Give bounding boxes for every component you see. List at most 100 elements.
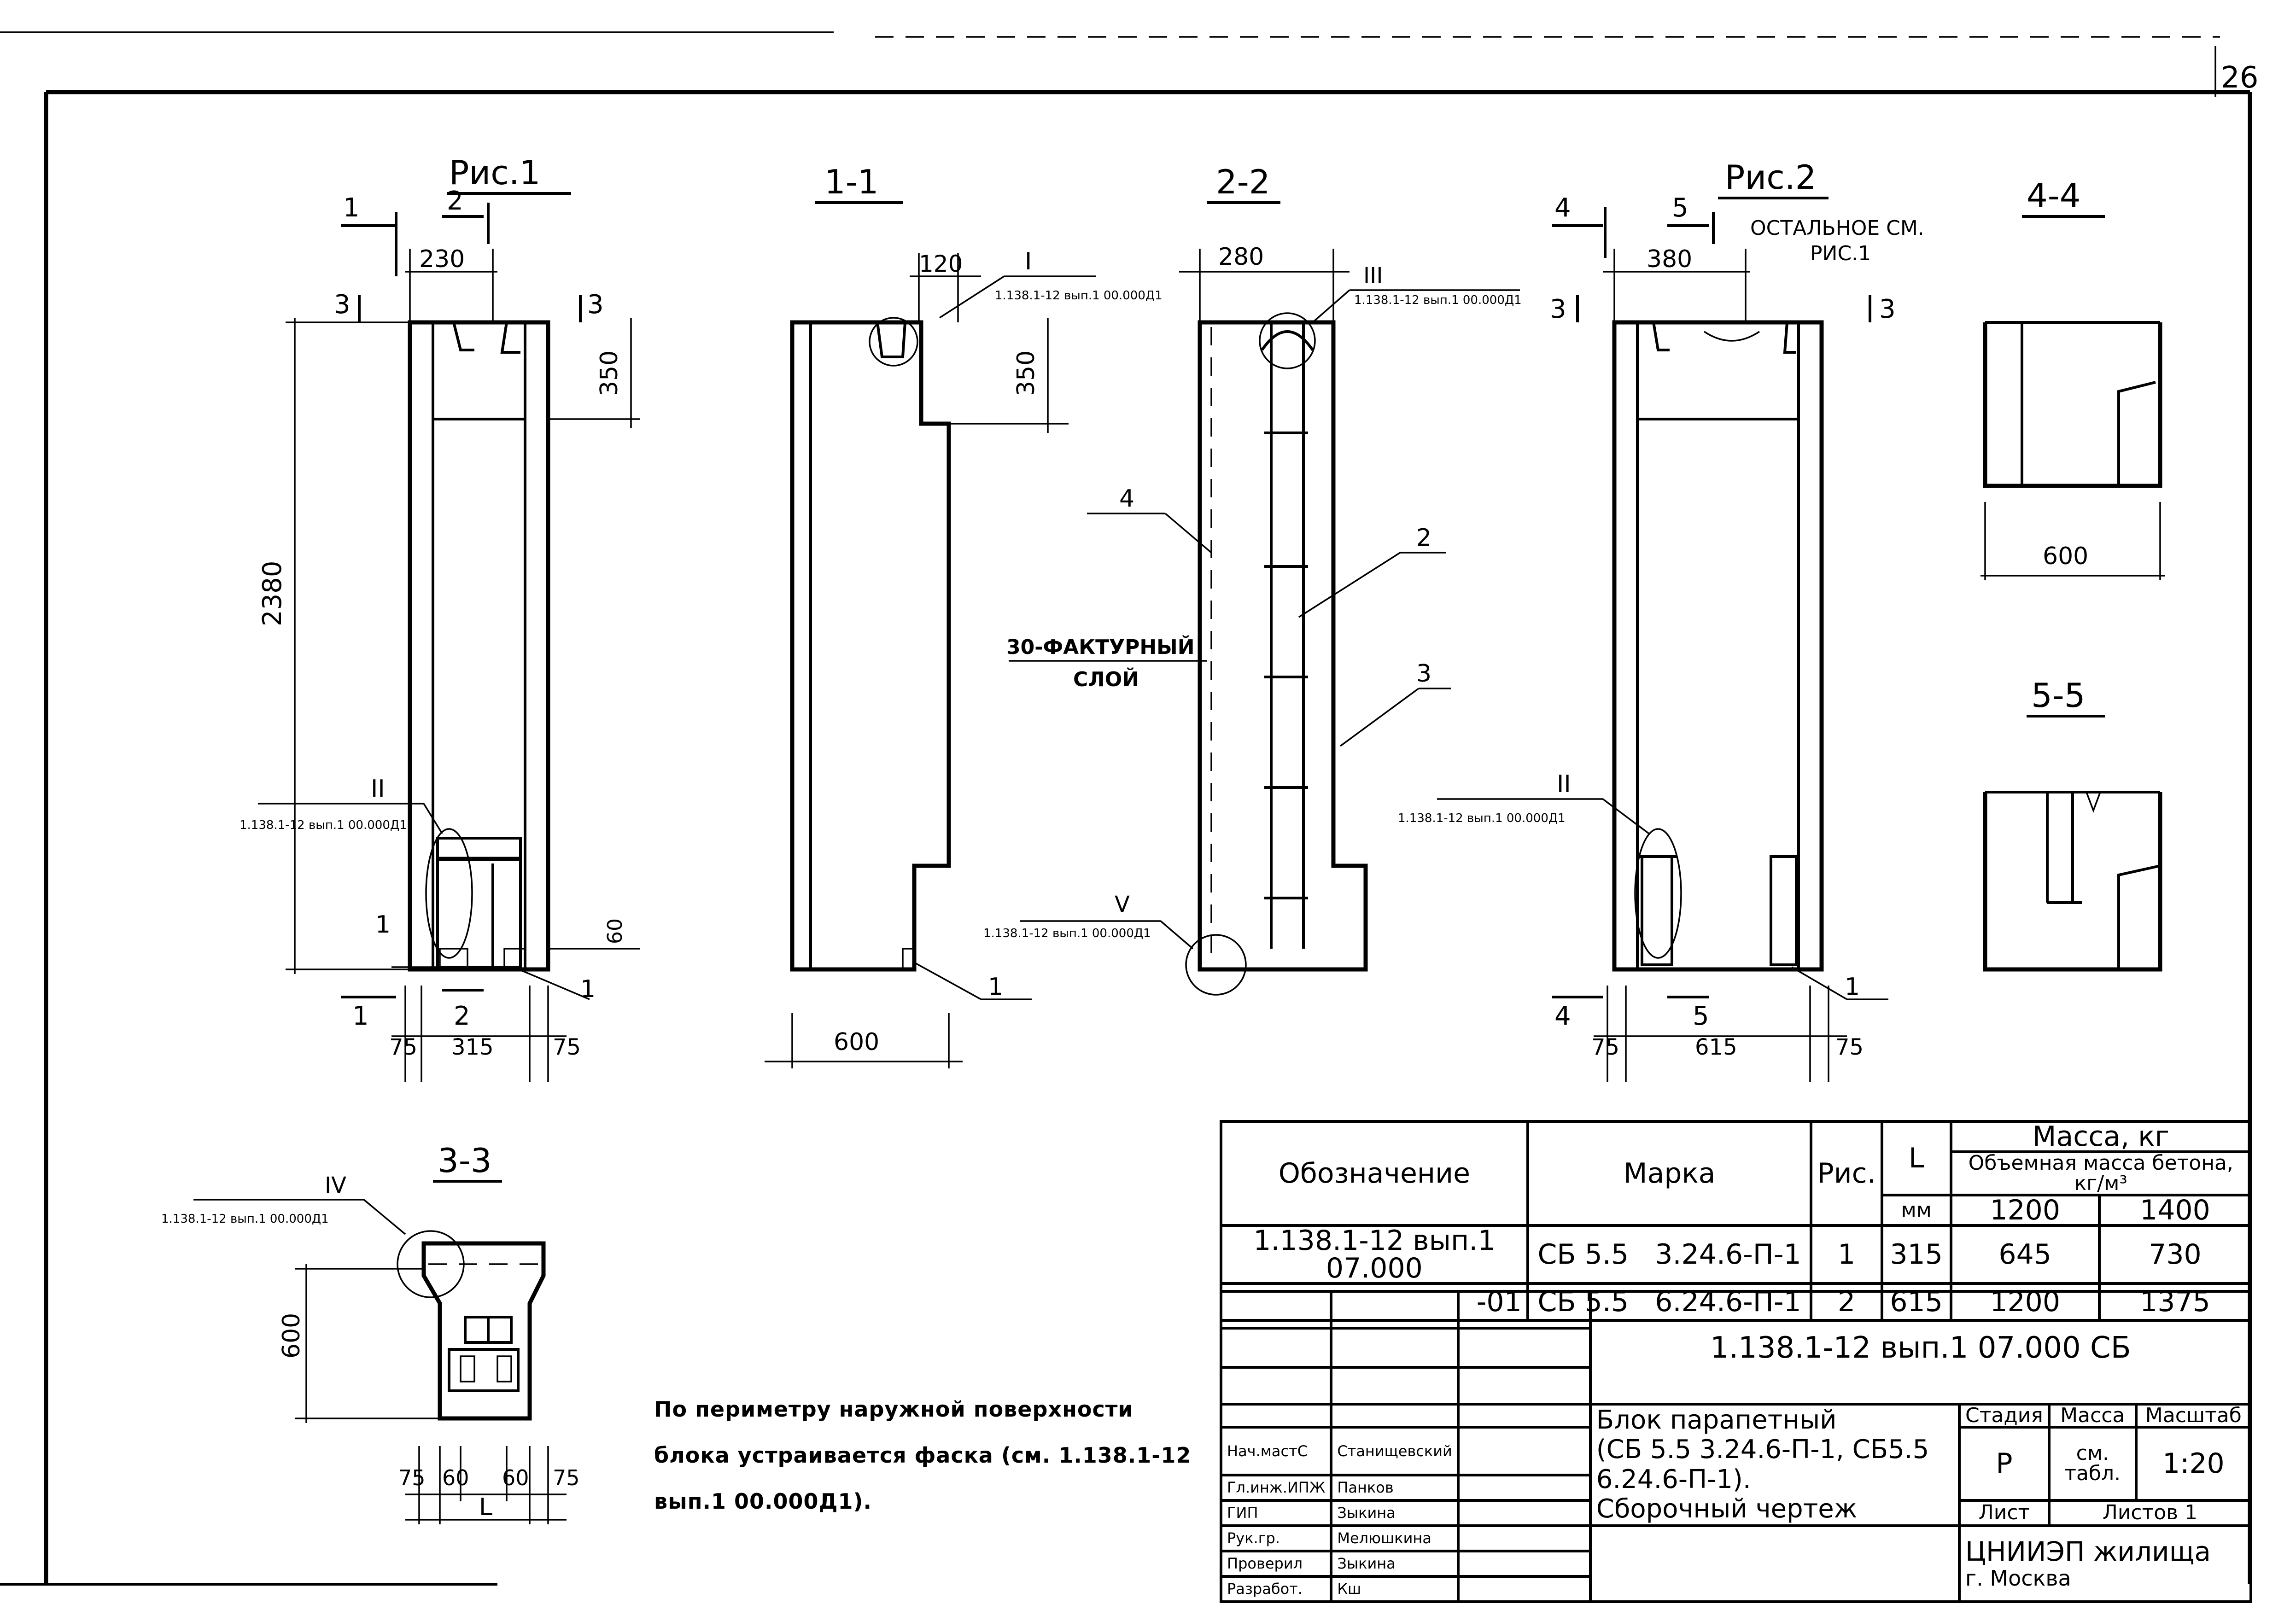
sec22-callout5-ref: 1.138.1-12 вып.1 00.000Д1 [983,927,1151,940]
sec33-dim-60a: 60 [442,1465,469,1490]
sec44-title: 4-4 [2027,176,2081,215]
sec55-title: 5-5 [2031,676,2086,715]
chamfer-note-line1: По периметру наружной поверхности [654,1397,1133,1422]
fig1-callout-numeral: II [371,775,385,803]
sig-role-5: Проверил [1219,1549,1333,1578]
drawing-name-line2: (СБ 5.5 3.24.6-П-1, СБ5.5 [1596,1435,1929,1465]
fig2-note-1: ОСТАЛЬНОЕ СМ. [1750,216,1924,240]
sec22-callout3-ref: 1.138.1-12 вып.1 00.000Д1 [1354,293,1522,307]
fig2-pos-1: 1 [1845,973,1860,1001]
fig2-mark-4b: 4 [1554,1001,1571,1031]
sec33-dim-60b: 60 [502,1465,529,1490]
sec11-dim-600: 600 [834,1028,879,1056]
sheet-number: 26 [2221,61,2258,95]
sig-role-4: Рук.гр. [1219,1524,1333,1552]
sec11-callout-numeral: I [1025,248,1032,275]
header-length: L [1880,1120,1952,1196]
sec33-callout-numeral: IV [325,1172,346,1198]
fig1-dim-left: 75 [389,1034,417,1060]
doc-code: 1.138.1-12 вып.1 07.000 СБ [1589,1290,2253,1406]
row1-mass-2: 730 [2097,1224,2253,1285]
fig1-mark-3b: 3 [587,290,604,320]
sig-name-4: Мелюшкина [1330,1524,1460,1552]
fig1-dim-top: 350 [596,350,623,396]
fig1-dim-right: 75 [553,1034,581,1060]
row1-mark-a: СБ 5.5 [1537,1238,1629,1271]
fig2-callout-ref: 1.138.1-12 вып.1 00.000Д1 [1398,811,1566,825]
fig2-note-2: РИС.1 [1810,242,1871,265]
fig2-dim-right: 75 [1835,1034,1864,1060]
sec33-dim-75b: 75 [553,1465,580,1490]
sig-role-6: Разработ. [1219,1575,1333,1603]
drawing-name-line4: Сборочный чертеж [1596,1494,1858,1524]
section-1-1: 1-1 120 350 600 I 1.138.1-12 вып.1 00.00… [765,163,1163,1068]
sig-role-3: ГИП [1219,1499,1333,1527]
row1-designation: 1.138.1-12 вып.1 07.000 [1220,1224,1529,1285]
sig-name-5: Зыкина [1330,1549,1460,1578]
section-2-2: 2-2 280 III 1.138.1-12 вып.1 00.000Д1 V … [983,163,1522,996]
fig1-mark-1b: 1 [352,1001,369,1031]
fig2-mark-4a: 4 [1554,193,1571,223]
sec33-dim-600: 600 [278,1313,305,1359]
fig2-title: Рис.2 [1725,158,1817,197]
sec22-pos-4: 4 [1119,485,1134,513]
sec22-layer-note-2: СЛОЙ [1073,667,1139,691]
sec33-dim-75a: 75 [398,1465,426,1490]
header-density-2: 1400 [2097,1194,2253,1227]
fig1-pos-1a: 1 [375,911,391,939]
fig1-mark-2a: 2 [447,186,463,216]
row1-length: 315 [1880,1224,1952,1285]
stage-value: Р [1958,1426,2051,1502]
sig-role-2: Гл.инж.ИПЖ [1219,1473,1333,1502]
drawing-name: Блок парапетный (СБ 5.5 3.24.6-П-1, СБ5.… [1589,1403,1961,1527]
mass-value: см. табл. [2047,1426,2138,1502]
fig2-callout-numeral: II [1557,770,1571,798]
sec22-dim-280: 280 [1218,243,1264,271]
header-length-unit: мм [1880,1194,1952,1227]
row1-mark: СБ 5.5 3.24.6-П-1 [1526,1224,1813,1285]
organization-line1: ЦНИИЭП жилища [1965,1535,2211,1567]
section-4-4: 4-4 600 [1981,176,2165,580]
section-3-3: 3-3 600 75 60 60 75 L IV 1.138.1-12 вып.… [161,1141,580,1524]
fig1-title: Рис.1 [449,153,541,192]
chamfer-note: По периметру наружной поверхности блока … [654,1386,1198,1524]
sheets-label: Листов 1 [2047,1499,2253,1527]
sec11-callout-ref: 1.138.1-12 вып.1 00.000Д1 [995,289,1163,303]
header-designation: Обозначение [1220,1120,1529,1227]
sec33-dim-l: L [479,1493,492,1521]
fig2-mark-5b: 5 [1693,1001,1709,1031]
mass-header: Масса [2047,1403,2138,1429]
sec11-dim-120: 120 [919,251,963,277]
drawing-name-line3: 6.24.6-П-1). [1596,1464,1751,1494]
sec44-dim-600: 600 [2043,542,2088,570]
sec33-callout-ref: 1.138.1-12 вып.1 00.000Д1 [161,1212,329,1226]
fig2-mark-5a: 5 [1672,193,1688,223]
fig1-dim-height: 2380 [257,560,287,626]
header-figure: Рис. [1810,1120,1883,1227]
sig-name-3: Зыкина [1330,1499,1460,1527]
title-block: Обозначение Марка Рис. L Масса, кг Объем… [1219,1120,2253,1603]
chamfer-note-line3: вып.1 00.000Д1). [654,1489,872,1514]
table-row: 1.138.1-12 вып.1 07.000 СБ 5.5 3.24.6-П-… [1220,1224,2253,1285]
header-bulk-density: Объемная масса бетона, кг/м³ [1949,1150,2253,1196]
scale-header: Масштаб [2134,1403,2253,1429]
section-5-5: 5-5 [1983,676,2162,972]
header-mark: Марка [1526,1120,1813,1227]
header-mass: Масса, кг [1949,1120,2253,1153]
fig2-dim-left: 75 [1591,1034,1619,1060]
stage-header: Стадия [1958,1403,2051,1429]
stamp-table: 1.138.1-12 вып.1 07.000 СБ Блок парапетн… [1219,1290,2253,1603]
fig2-dim-width: 380 [1647,245,1692,273]
row1-mass-1: 645 [1949,1224,2101,1285]
fig1-pos-1b: 1 [580,975,596,1003]
sec22-pos-3: 3 [1416,660,1431,688]
fig1-callout-ref: 1.138.1-12 вып.1 00.000Д1 [240,818,407,832]
sheet-label: Лист [1958,1499,2051,1527]
sig-name-2: Панков [1330,1473,1460,1502]
organization-line2: г. Москва [1965,1565,2071,1591]
sig-name-1: Станищевский [1330,1426,1460,1476]
drawing-name-line1: Блок парапетный [1596,1405,1837,1435]
sec11-title: 1-1 [824,163,879,201]
header-density-1: 1200 [1949,1194,2101,1227]
